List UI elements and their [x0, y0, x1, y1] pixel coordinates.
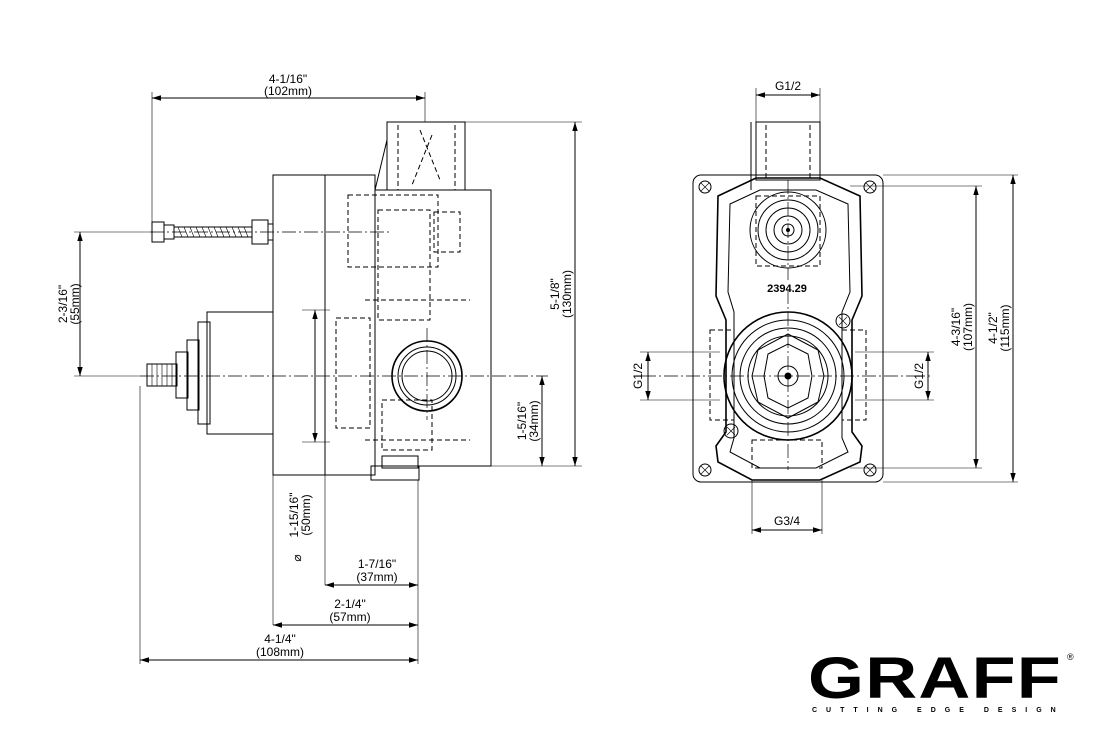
- rear-offset-imperial: 2-3/16": [56, 285, 70, 323]
- dim-overall-width: 4-1/16" (102mm): [152, 72, 425, 101]
- mid-depth-metric: (57mm): [329, 610, 370, 624]
- flange-diameter-symbol: ⌀: [290, 554, 304, 561]
- total-depth-imperial: 4-1/4": [264, 632, 296, 646]
- dim-left-port: G1/2: [631, 352, 651, 400]
- dim-outer-height: 4-1/2" (115mm): [986, 175, 1016, 482]
- part-number: 2394.29: [767, 283, 807, 295]
- top-port-label: G1/2: [775, 79, 801, 93]
- inner-height-imperial: 4-3/16": [949, 308, 963, 346]
- right-port-label: G1/2: [912, 363, 926, 389]
- outer-height-metric: (115mm): [998, 304, 1012, 351]
- outlet-offset-imperial: 1-5/16": [515, 402, 529, 440]
- front-view: [640, 88, 1018, 534]
- dim-mid-depth: 2-1/4" (57mm): [273, 597, 418, 628]
- dim-inner-depth: 1-7/16" (37mm): [325, 557, 418, 588]
- body-height-imperial: 5-1/8": [548, 278, 562, 310]
- mid-depth-imperial: 2-1/4": [334, 597, 366, 611]
- overall-width-metric: (102mm): [264, 84, 312, 98]
- brand-name: GRAFF: [808, 646, 1062, 711]
- inner-depth-metric: (37mm): [356, 570, 397, 584]
- dim-total-depth: 4-1/4" (108mm): [140, 632, 418, 663]
- inner-depth-imperial: 1-7/16": [358, 557, 396, 571]
- dim-body-height: 5-1/8" (130mm): [548, 122, 578, 466]
- total-depth-metric: (108mm): [256, 645, 304, 659]
- bottom-port-label: G3/4: [774, 514, 800, 528]
- outer-height-imperial: 4-1/2": [986, 312, 1000, 344]
- side-view: [74, 92, 582, 664]
- dim-bottom-port: G3/4: [752, 514, 822, 533]
- outlet-offset-metric: (34mm): [527, 400, 541, 441]
- flange-diameter-metric: (50mm): [299, 494, 313, 535]
- dim-flange-diameter: ⌀ 1-15/16" (50mm): [287, 310, 318, 562]
- dim-inner-height: 4-3/16" (107mm): [949, 186, 979, 468]
- left-port-label: G1/2: [631, 363, 645, 389]
- dim-outlet-offset: 1-5/16" (34mm): [515, 376, 545, 466]
- rear-offset-metric: (55mm): [68, 283, 82, 324]
- overall-width-imperial: 4-1/16": [269, 72, 307, 86]
- brand-tagline: CUTTING EDGE DESIGN: [812, 707, 1060, 714]
- dim-top-port: G1/2: [756, 79, 820, 98]
- brand-logo: GRAFF ® CUTTING EDGE DESIGN: [808, 646, 1074, 714]
- flange-diameter-imperial: 1-15/16": [287, 493, 301, 538]
- registered-mark: ®: [1067, 652, 1074, 662]
- dim-rear-offset: 2-3/16" (55mm): [56, 232, 83, 376]
- inner-height-metric: (107mm): [961, 303, 975, 351]
- body-height-metric: (130mm): [560, 270, 574, 318]
- dim-right-port: G1/2: [912, 352, 931, 400]
